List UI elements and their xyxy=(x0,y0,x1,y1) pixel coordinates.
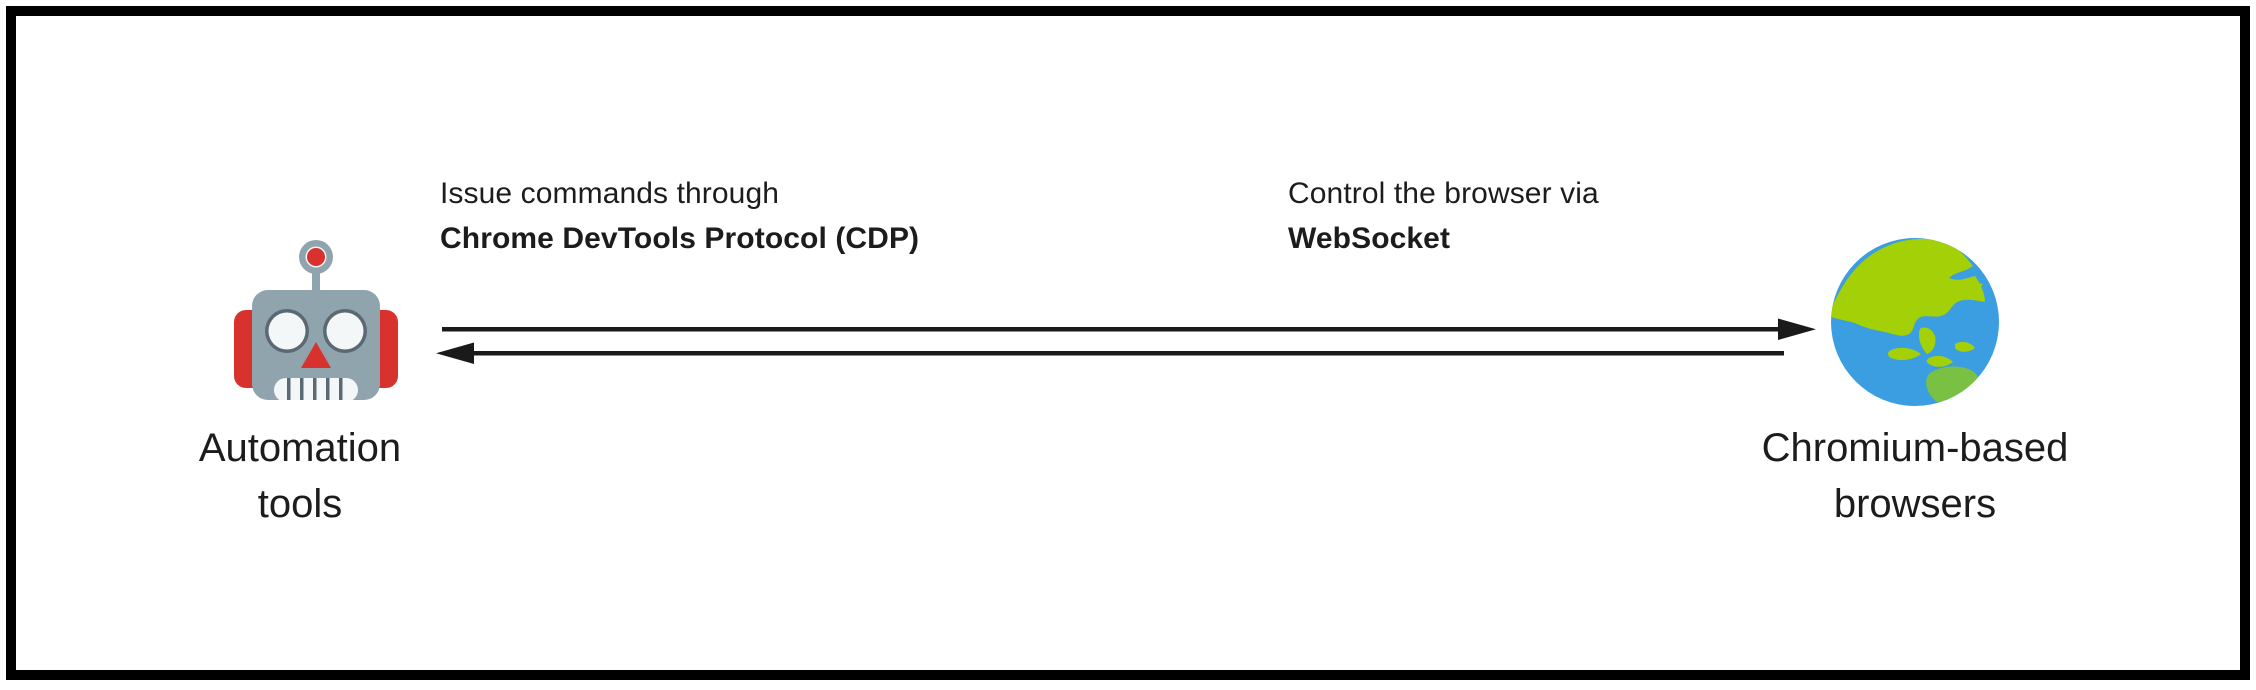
edge-label-websocket-line-2: WebSocket xyxy=(1288,222,1451,255)
edge-label-cdp-line-2: Chrome DevTools Protocol (CDP) xyxy=(440,222,920,255)
node-caption-line-1: Chromium-based xyxy=(1761,426,2069,470)
edge-label-websocket-line-1: Control the browser via xyxy=(1288,177,1599,210)
globe-icon xyxy=(1825,232,2005,412)
edge-label-cdp-line-1: Issue commands through xyxy=(440,177,780,210)
arrow-websocket-left xyxy=(436,342,1784,364)
node-caption-line-2: browsers xyxy=(1833,482,1997,526)
node-caption-chromium-browsers: Chromium-based browsers xyxy=(1660,420,2170,532)
globe-glyph xyxy=(1831,238,1999,406)
diagram-frame: Automation tools Issue commands through … xyxy=(6,6,2250,680)
node-caption-line-2: tools xyxy=(257,482,343,526)
robot-glyph xyxy=(234,240,398,402)
edge-label-cdp: Issue commands through Chrome DevTools P… xyxy=(440,171,919,261)
node-caption-line-1: Automation xyxy=(198,426,402,470)
arrow-cdp-right xyxy=(442,318,1816,340)
edge-label-websocket: Control the browser via WebSocket xyxy=(1288,171,1599,261)
node-caption-automation-tools: Automation tools xyxy=(60,420,540,532)
arrow-pair xyxy=(416,308,1836,378)
robot-icon xyxy=(232,238,400,402)
arrow-pair-glyph xyxy=(436,318,1816,364)
diagram-canvas: Automation tools Issue commands through … xyxy=(16,16,2256,690)
